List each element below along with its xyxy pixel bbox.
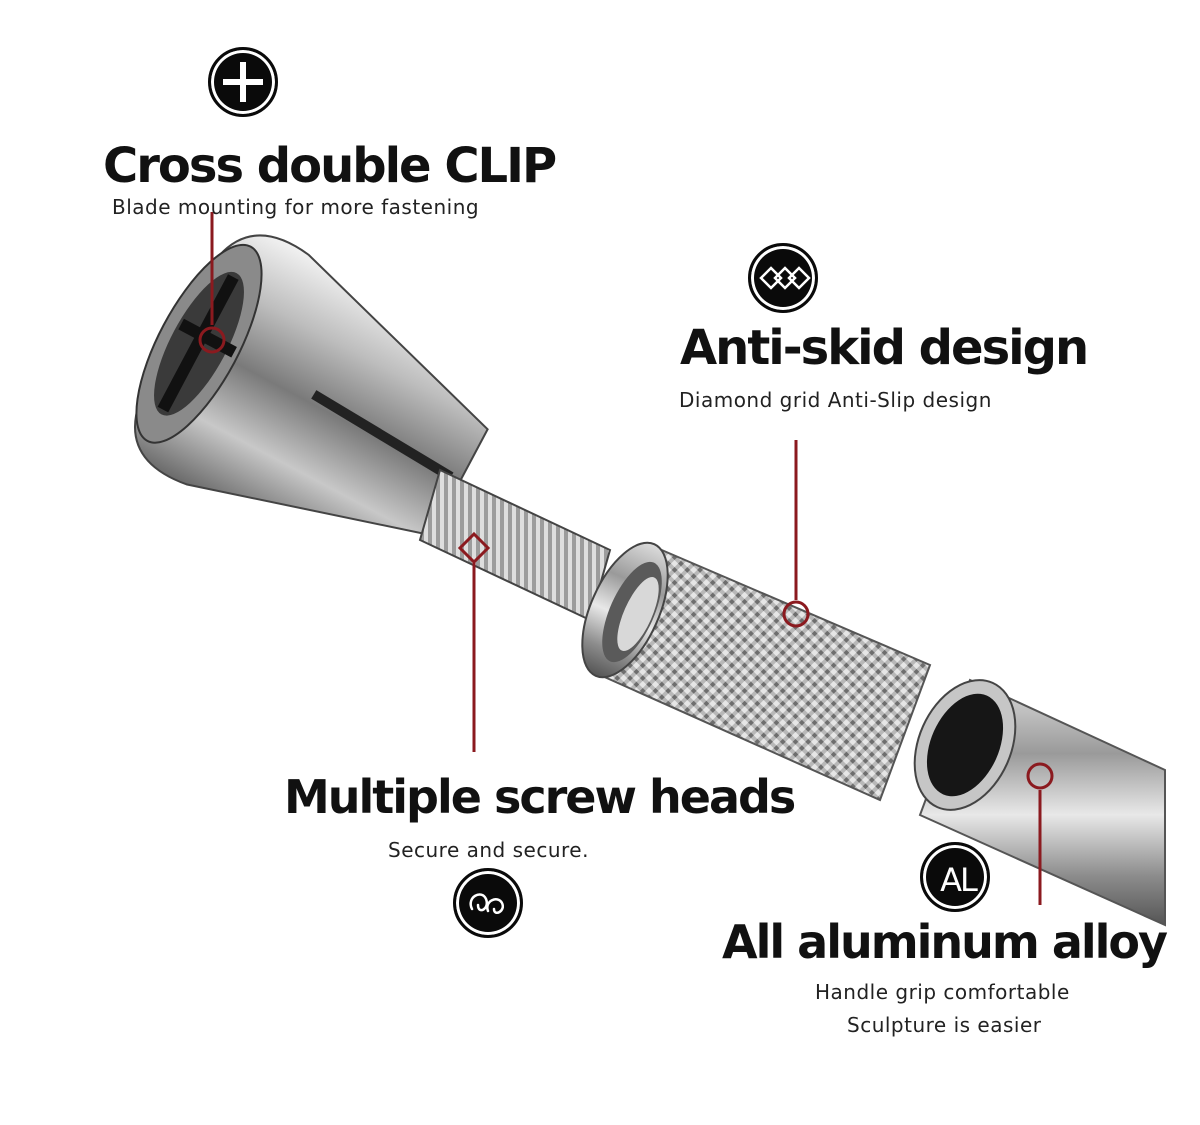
feature-subtitle: Diamond grid Anti-Slip design [679, 388, 992, 412]
feature-title: Cross double CLIP [103, 138, 557, 194]
feature-title: Multiple screw heads [284, 770, 796, 824]
feature-subtitle-line: Sculpture is easier [847, 1013, 1042, 1037]
cross-icon [208, 47, 278, 117]
collet [134, 234, 489, 537]
screw-thread [418, 468, 612, 622]
knurled-grip [581, 541, 932, 802]
feature-subtitle: Blade mounting for more fastening [112, 195, 480, 219]
diamond-grid-icon [748, 243, 818, 313]
feature-subtitle: Secure and secure. [388, 838, 589, 862]
spiral-icon [453, 868, 523, 938]
leader-lines [198, 212, 1054, 905]
handle-tube [913, 678, 1166, 927]
feature-title: All aluminum alloy [722, 915, 1168, 969]
al-icon-text: AL [940, 861, 978, 899]
al-icon: AL [920, 842, 990, 912]
feature-title: Anti-skid design [680, 320, 1089, 376]
feature-subtitle-line: Handle grip comfortable [815, 980, 1070, 1004]
